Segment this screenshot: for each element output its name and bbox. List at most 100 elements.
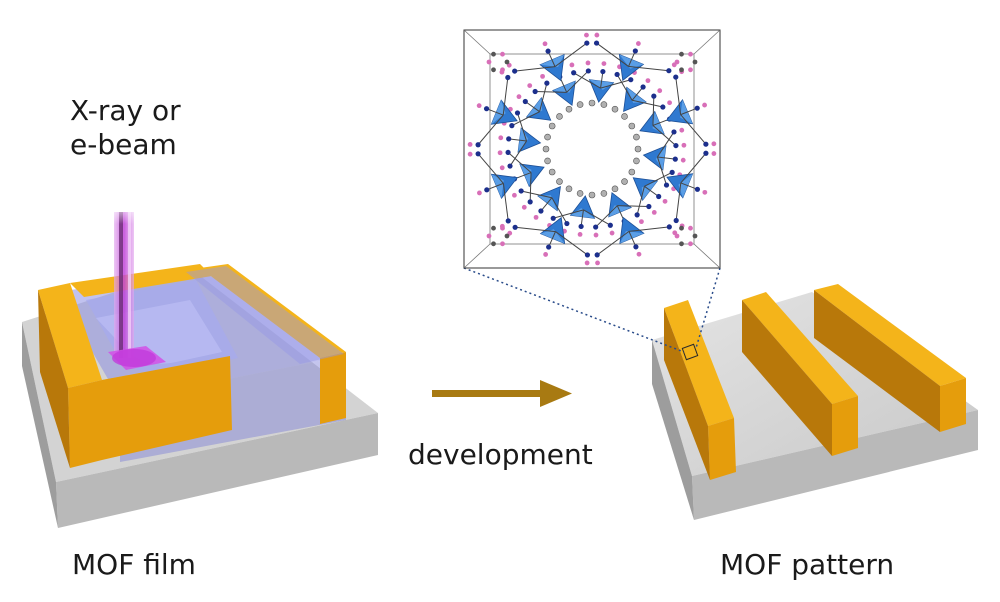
- mof-pattern-assembly: [652, 284, 978, 520]
- ligand-end-atom: [609, 230, 615, 236]
- linker-bond: [583, 209, 611, 226]
- nitrogen-atom: [632, 48, 638, 54]
- corner-cluster-atom: [688, 225, 693, 231]
- nitrogen-atom: [475, 151, 481, 157]
- linker-bond: [553, 209, 584, 219]
- tetrahedron-highlight: [655, 145, 666, 170]
- mof-wall-middle-front: [102, 356, 232, 460]
- mof-wall-left-side: [38, 290, 70, 468]
- corner-cluster-atom: [491, 51, 496, 57]
- nitrogen-atom: [656, 193, 662, 200]
- nitrogen-atom: [585, 68, 591, 74]
- corner-cluster-atom: [679, 241, 684, 247]
- nitrogen-atom: [564, 220, 570, 227]
- ligand-end-atom: [595, 260, 600, 266]
- nitrogen-atom: [646, 203, 652, 210]
- pore-ring-atom: [621, 113, 628, 120]
- mof-bar-2-top: [742, 292, 858, 404]
- linker-bond: [628, 50, 636, 67]
- linker-bond: [596, 230, 630, 256]
- nitrogen-atom: [600, 68, 606, 75]
- ligand-end-atom: [577, 231, 583, 237]
- film-substrate-side: [22, 322, 58, 528]
- nitrogen-atom: [546, 244, 552, 250]
- ligand-end-atom: [512, 192, 517, 198]
- tetrahedron-highlight: [491, 100, 506, 125]
- mof-wall-right-front: [320, 352, 346, 424]
- nitrogen-atom: [672, 156, 678, 162]
- linker-bond: [680, 107, 698, 116]
- tetrahedron-highlight: [540, 229, 565, 244]
- ligand-end-atom: [521, 204, 527, 210]
- tetrahedron-highlight: [519, 164, 532, 187]
- pore-ring-atom: [611, 105, 619, 113]
- ligand-end-atom: [679, 127, 685, 133]
- ligand-end-atom: [645, 78, 651, 84]
- nitrogen-atom: [671, 129, 677, 135]
- pore-ring-atom: [548, 168, 556, 176]
- pore-ring-atom: [565, 185, 573, 193]
- pore-ring-atom: [611, 185, 619, 193]
- linker-bond: [548, 231, 556, 248]
- nitrogen-atom: [673, 217, 679, 224]
- mof-bar-1-side: [664, 308, 710, 480]
- linker-bond: [675, 182, 682, 221]
- tetrahedron-highlight: [678, 173, 693, 198]
- linker-bond: [566, 70, 589, 93]
- nitrogen-atom: [507, 163, 513, 169]
- linker-bond: [595, 205, 618, 228]
- nitrogen-atom: [634, 212, 640, 218]
- ligand-end-atom: [681, 142, 687, 148]
- ligand-end-atom: [533, 214, 539, 220]
- linker-bond: [680, 182, 698, 190]
- resist-film-overlay: [186, 266, 344, 364]
- linker-bond: [657, 131, 675, 158]
- corner-cluster-atom: [504, 233, 510, 239]
- nitrogen-atom: [518, 188, 524, 194]
- ligand-end-atom: [477, 190, 482, 196]
- nitrogen-atom: [512, 224, 518, 230]
- corner-cluster-atom: [500, 241, 505, 247]
- ligand-end-atom: [635, 41, 641, 46]
- pore-ring-atom: [588, 191, 596, 199]
- ligand-end-atom: [497, 150, 503, 156]
- nitrogen-atom: [512, 68, 518, 74]
- nitrogen-atom: [640, 84, 646, 90]
- corner-cluster-atom: [500, 51, 505, 57]
- pore-ring-atom: [628, 168, 636, 176]
- ligand-end-atom: [702, 189, 708, 195]
- nitrogen-atom: [584, 252, 591, 258]
- ligand-end-atom: [680, 157, 686, 163]
- linker-bond: [657, 156, 676, 160]
- ligand-end-atom: [657, 88, 663, 94]
- linker-bond: [680, 152, 707, 184]
- linker-bond: [628, 231, 637, 248]
- linker-bond: [600, 71, 604, 89]
- pore-ring-atom: [556, 178, 563, 185]
- ligand-end-atom: [467, 142, 473, 147]
- linker-bond: [675, 77, 682, 115]
- linker-bond: [525, 101, 540, 113]
- nitrogen-atom: [614, 71, 620, 78]
- pore-ring-atom: [588, 99, 596, 107]
- linker-bond: [555, 231, 588, 256]
- linker-bond: [486, 108, 504, 116]
- mof-wall-back-top: [70, 264, 212, 297]
- nitrogen-atom: [607, 222, 613, 228]
- ligand-end-atom: [527, 83, 533, 89]
- nitrogen-atom: [669, 169, 675, 175]
- pore-ring-atom: [576, 101, 584, 108]
- ligand-end-atom: [569, 62, 575, 68]
- ligand-end-atom: [467, 151, 473, 157]
- linker-bond: [502, 183, 509, 221]
- pore-ring-atom: [633, 157, 640, 165]
- ligand-end-atom: [516, 94, 522, 100]
- linker-bond: [547, 50, 556, 67]
- pore-ring-atom: [548, 122, 556, 130]
- corner-cluster-atom: [688, 241, 693, 247]
- pore-ring-atom: [542, 145, 550, 153]
- ligand-end-atom: [711, 151, 717, 156]
- corner-cluster-atom: [674, 59, 680, 65]
- mof-film-label: MOF film: [72, 548, 196, 581]
